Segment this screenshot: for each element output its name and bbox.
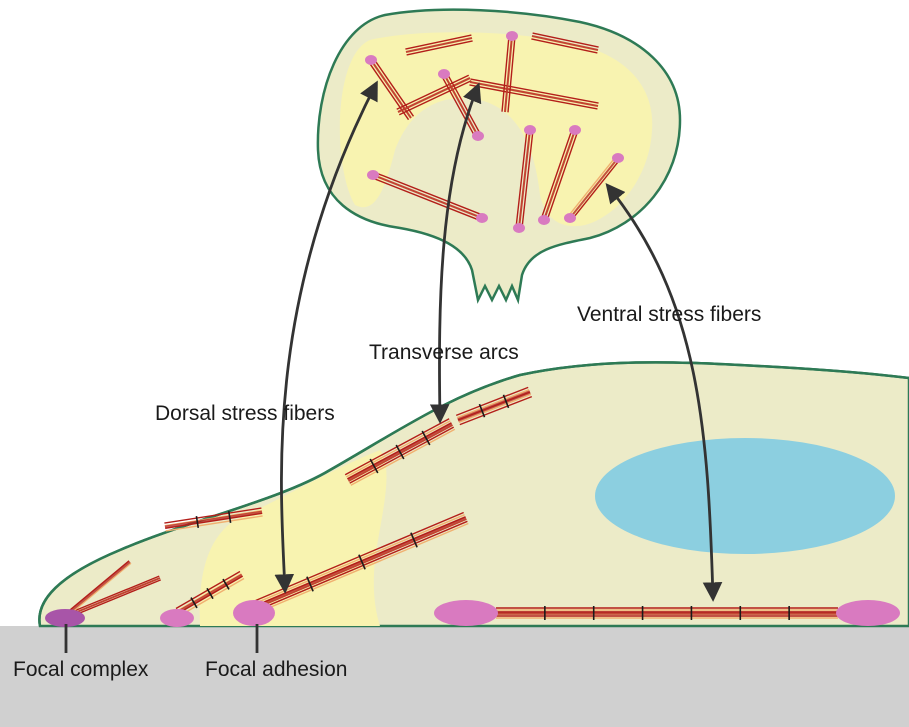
ventral-adhesion-left: [434, 600, 498, 626]
focal-adhesion-spot: [233, 600, 275, 626]
fiber-end-adhesion: [438, 69, 450, 79]
ventral-fiber: [496, 606, 838, 620]
ventral-adhesion-right: [836, 600, 900, 626]
fiber-end-adhesion: [476, 213, 488, 223]
fiber-end-adhesion: [513, 223, 525, 233]
nascent-adhesion-spot: [160, 609, 194, 627]
fiber-end-adhesion: [524, 125, 536, 135]
fiber-end-adhesion: [472, 131, 484, 141]
fiber-end-adhesion: [506, 31, 518, 41]
label-focal-adhesion: Focal adhesion: [205, 658, 347, 681]
fiber-end-adhesion: [367, 170, 379, 180]
label-dorsal-stress-fibers: Dorsal stress fibers: [155, 402, 335, 425]
nucleus: [595, 438, 895, 554]
fiber-end-adhesion: [365, 55, 377, 65]
fiber-end-adhesion: [538, 215, 550, 225]
top-view-cell: [318, 10, 680, 300]
label-focal-complex: Focal complex: [13, 658, 149, 681]
fiber-end-adhesion: [612, 153, 624, 163]
fiber-end-adhesion: [564, 213, 576, 223]
fiber-end-adhesion: [569, 125, 581, 135]
label-ventral-stress-fibers: Ventral stress fibers: [577, 303, 761, 326]
label-transverse-arcs: Transverse arcs: [369, 341, 519, 364]
